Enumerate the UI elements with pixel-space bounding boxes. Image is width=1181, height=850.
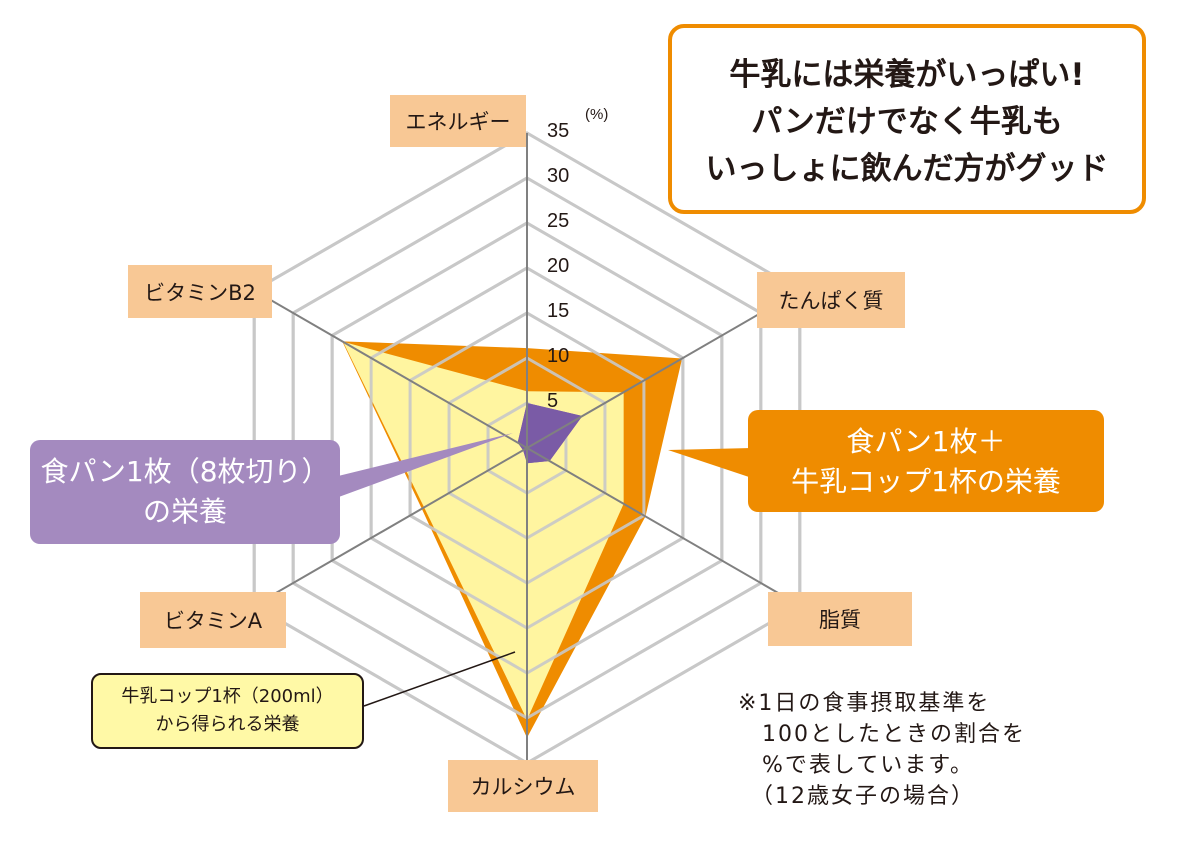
bread-pointer <box>330 433 513 498</box>
legend-milk-line: から得られる栄養 <box>155 714 300 735</box>
footnote: ※1日の食事摂取基準を 100としたときの割合を %で表しています。 （12歳女… <box>738 691 1026 809</box>
legend-bread-line: 食パン1枚（8枚切り） <box>40 455 330 488</box>
tick-labels: 5 10 15 20 25 30 35 (%) <box>547 106 608 412</box>
axis-label-vitamin-b2: ビタミンB2 <box>128 265 272 318</box>
axis-line <box>253 447 528 607</box>
legend-milk-line: 牛乳コップ1杯（200ml） <box>121 686 334 707</box>
milk-leader-line <box>363 651 516 707</box>
message-line: いっしょに飲んだ方がグッド <box>705 151 1109 187</box>
legend-bread-line: の栄養 <box>142 495 227 528</box>
legend-total-line: 食パン1枚＋ <box>846 425 1006 458</box>
axis-label-energy: エネルギー <box>390 95 526 147</box>
axis-lines <box>253 133 801 763</box>
tick-label: 20 <box>547 255 569 277</box>
axis-line <box>253 289 528 449</box>
series-area-bread <box>517 403 583 464</box>
tick-label: 25 <box>547 210 569 232</box>
axis-label-protein: たんぱく質 <box>757 272 905 328</box>
total-pointer <box>668 448 752 478</box>
message-line: 牛乳には栄養がいっぱい! <box>729 57 1085 93</box>
tick-label: 35 <box>547 120 569 142</box>
tick-label: 30 <box>547 165 569 187</box>
legend-milk: 牛乳コップ1杯（200ml） から得られる栄養 <box>91 673 364 749</box>
axis-label-vitamin-a: ビタミンA <box>140 592 286 648</box>
tick-label: 5 <box>547 390 558 412</box>
message-line: パンだけでなく牛乳も <box>751 104 1063 140</box>
legend-total-line: 牛乳コップ1杯の栄養 <box>791 465 1061 498</box>
axis-line <box>526 289 801 449</box>
axis-line <box>526 447 801 607</box>
tick-label: 15 <box>547 300 569 322</box>
message-box: 牛乳には栄養がいっぱい! パンだけでなく牛乳も いっしょに飲んだ方がグッド <box>668 24 1146 214</box>
legend-total: 食パン1枚＋ 牛乳コップ1杯の栄養 <box>748 410 1104 512</box>
tick-label: 10 <box>547 345 569 367</box>
unit-label: (%) <box>585 106 608 123</box>
axis-label-calcium: カルシウム <box>448 760 598 812</box>
axis-label-fat: 脂質 <box>768 592 912 646</box>
legend-bread: 食パン1枚（8枚切り） の栄養 <box>30 440 340 544</box>
